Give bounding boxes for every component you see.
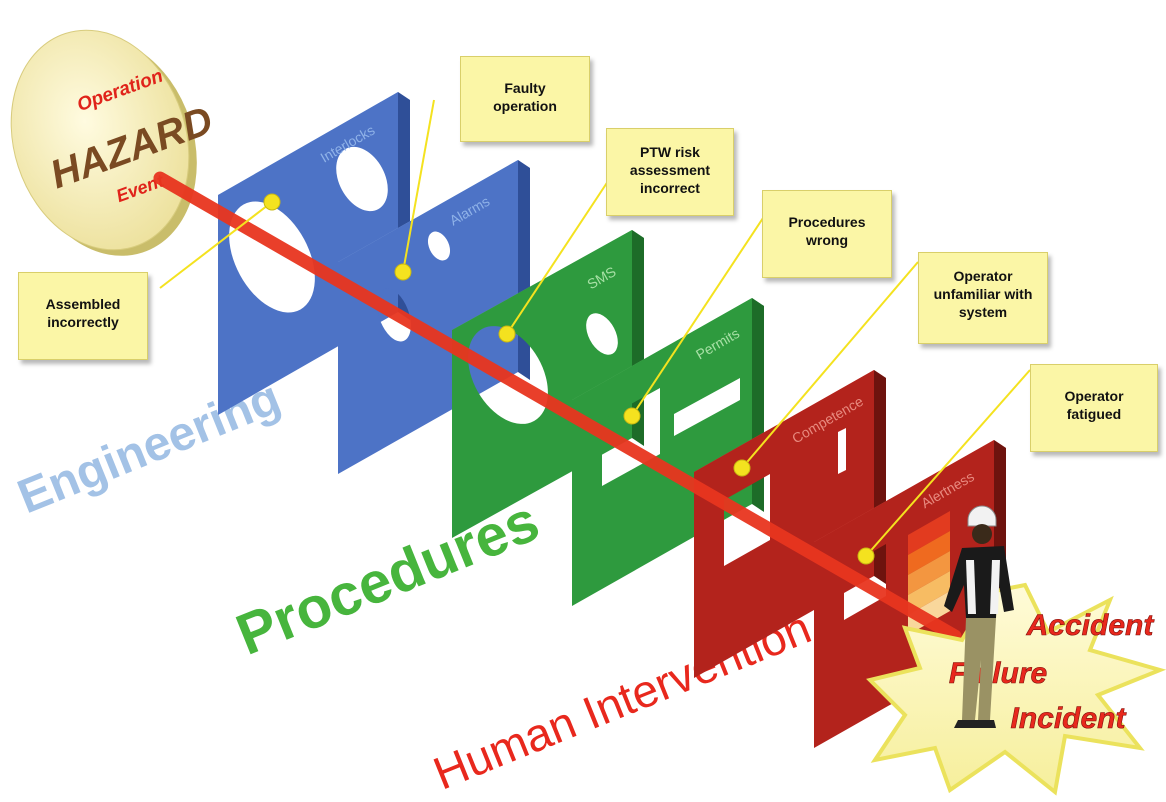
outcome-incident-label: Incident xyxy=(1010,702,1127,735)
marker-interlocks xyxy=(263,193,281,211)
callout-operator-fatigued: Operator fatigued xyxy=(1030,364,1158,452)
callout-procedures-wrong: Procedures wrong xyxy=(762,190,892,278)
callout-ptw-risk-assessment: PTW risk assessment incorrect xyxy=(606,128,734,216)
category-procedures-label: Procedures xyxy=(228,488,548,668)
outcome-accident-label: Accident xyxy=(1026,609,1156,642)
callout-operator-unfamiliar: Operator unfamiliar with system xyxy=(918,252,1048,344)
callout-assembled-incorrectly: Assembled incorrectly xyxy=(18,272,148,360)
marker-sms xyxy=(498,325,516,343)
marker-competence xyxy=(733,459,751,477)
hazard-trajectory xyxy=(153,171,962,643)
callout-faulty-operation: Faulty operation xyxy=(460,56,590,142)
marker-alarms xyxy=(394,263,412,281)
marker-permits xyxy=(623,407,641,425)
hazard-disc: Operation HAZARD Event xyxy=(10,29,218,256)
marker-alertness xyxy=(857,547,875,565)
operator-figure xyxy=(944,505,1014,728)
failure-markers xyxy=(263,193,875,565)
alertness-gauge xyxy=(908,511,950,635)
callout-leaders xyxy=(159,99,1031,557)
